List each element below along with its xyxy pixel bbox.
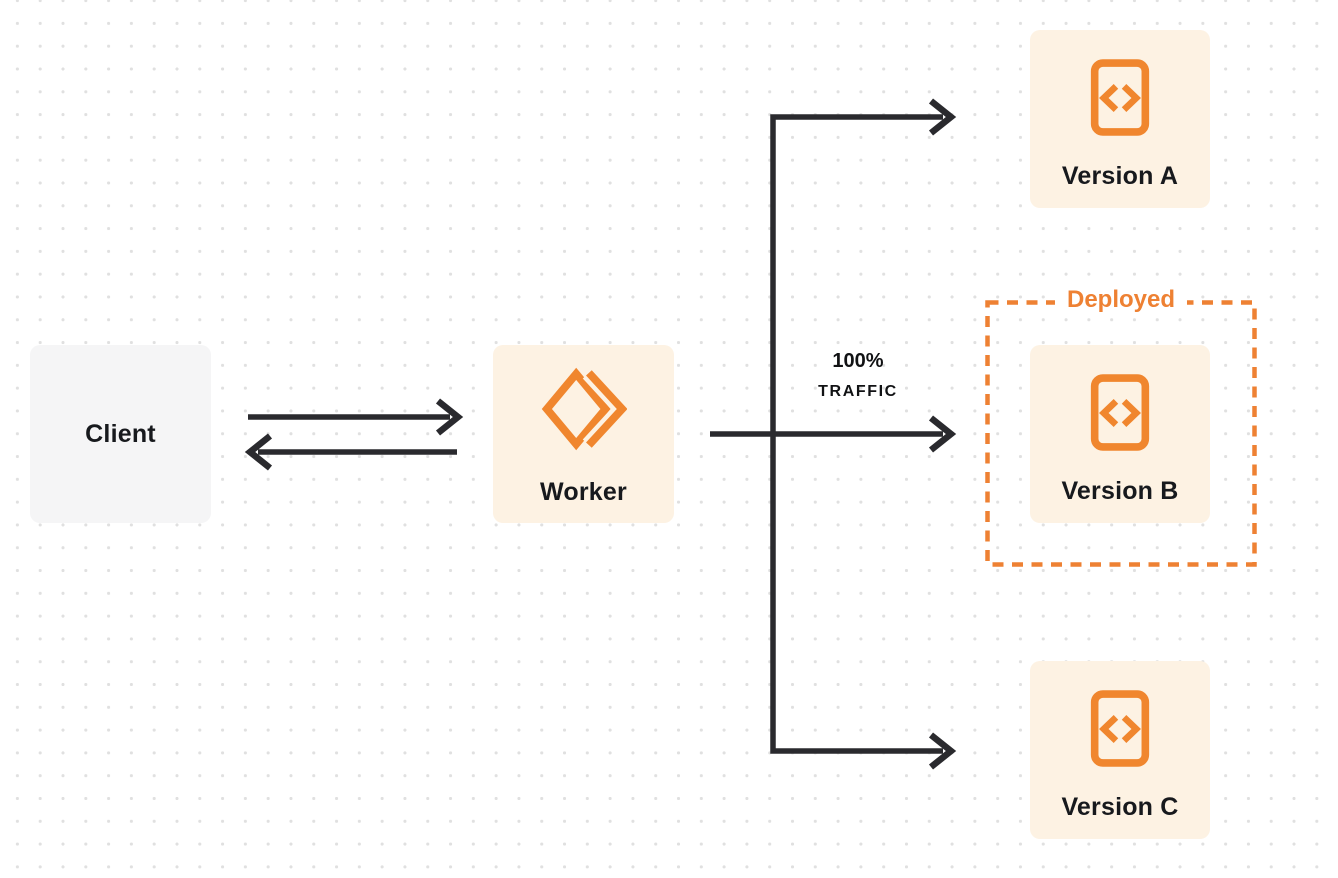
edge-worker-to-version-b — [710, 415, 957, 453]
traffic-word-text: TRAFFIC — [818, 383, 898, 400]
node-version-b: Version B — [1030, 345, 1210, 523]
worker-label: Worker — [540, 478, 627, 506]
deployed-dashed-border — [985, 300, 1257, 567]
deployed-region: Deployed — [985, 285, 1257, 567]
version-c-label: Version C — [1061, 793, 1179, 821]
version-b-label: Version B — [1061, 477, 1179, 505]
code-file-icon — [1090, 374, 1150, 456]
node-worker: Worker — [493, 345, 674, 523]
version-a-label: Version A — [1061, 162, 1179, 190]
node-version-c: Version C — [1030, 661, 1210, 839]
node-version-a: Version A — [1030, 30, 1210, 208]
code-file-icon — [1090, 59, 1150, 141]
traffic-annotation: 100% TRAFFIC — [788, 349, 928, 401]
edge-client-to-worker — [248, 398, 464, 436]
code-file-icon — [1090, 690, 1150, 772]
client-label: Client — [85, 419, 156, 448]
edge-worker-to-client — [244, 433, 457, 471]
deployed-label: Deployed — [1054, 285, 1188, 315]
traffic-percent-text: 100% — [832, 350, 884, 372]
edge-worker-to-version-c — [770, 434, 957, 770]
node-client: Client — [30, 345, 211, 523]
workers-logo-icon — [541, 367, 633, 456]
